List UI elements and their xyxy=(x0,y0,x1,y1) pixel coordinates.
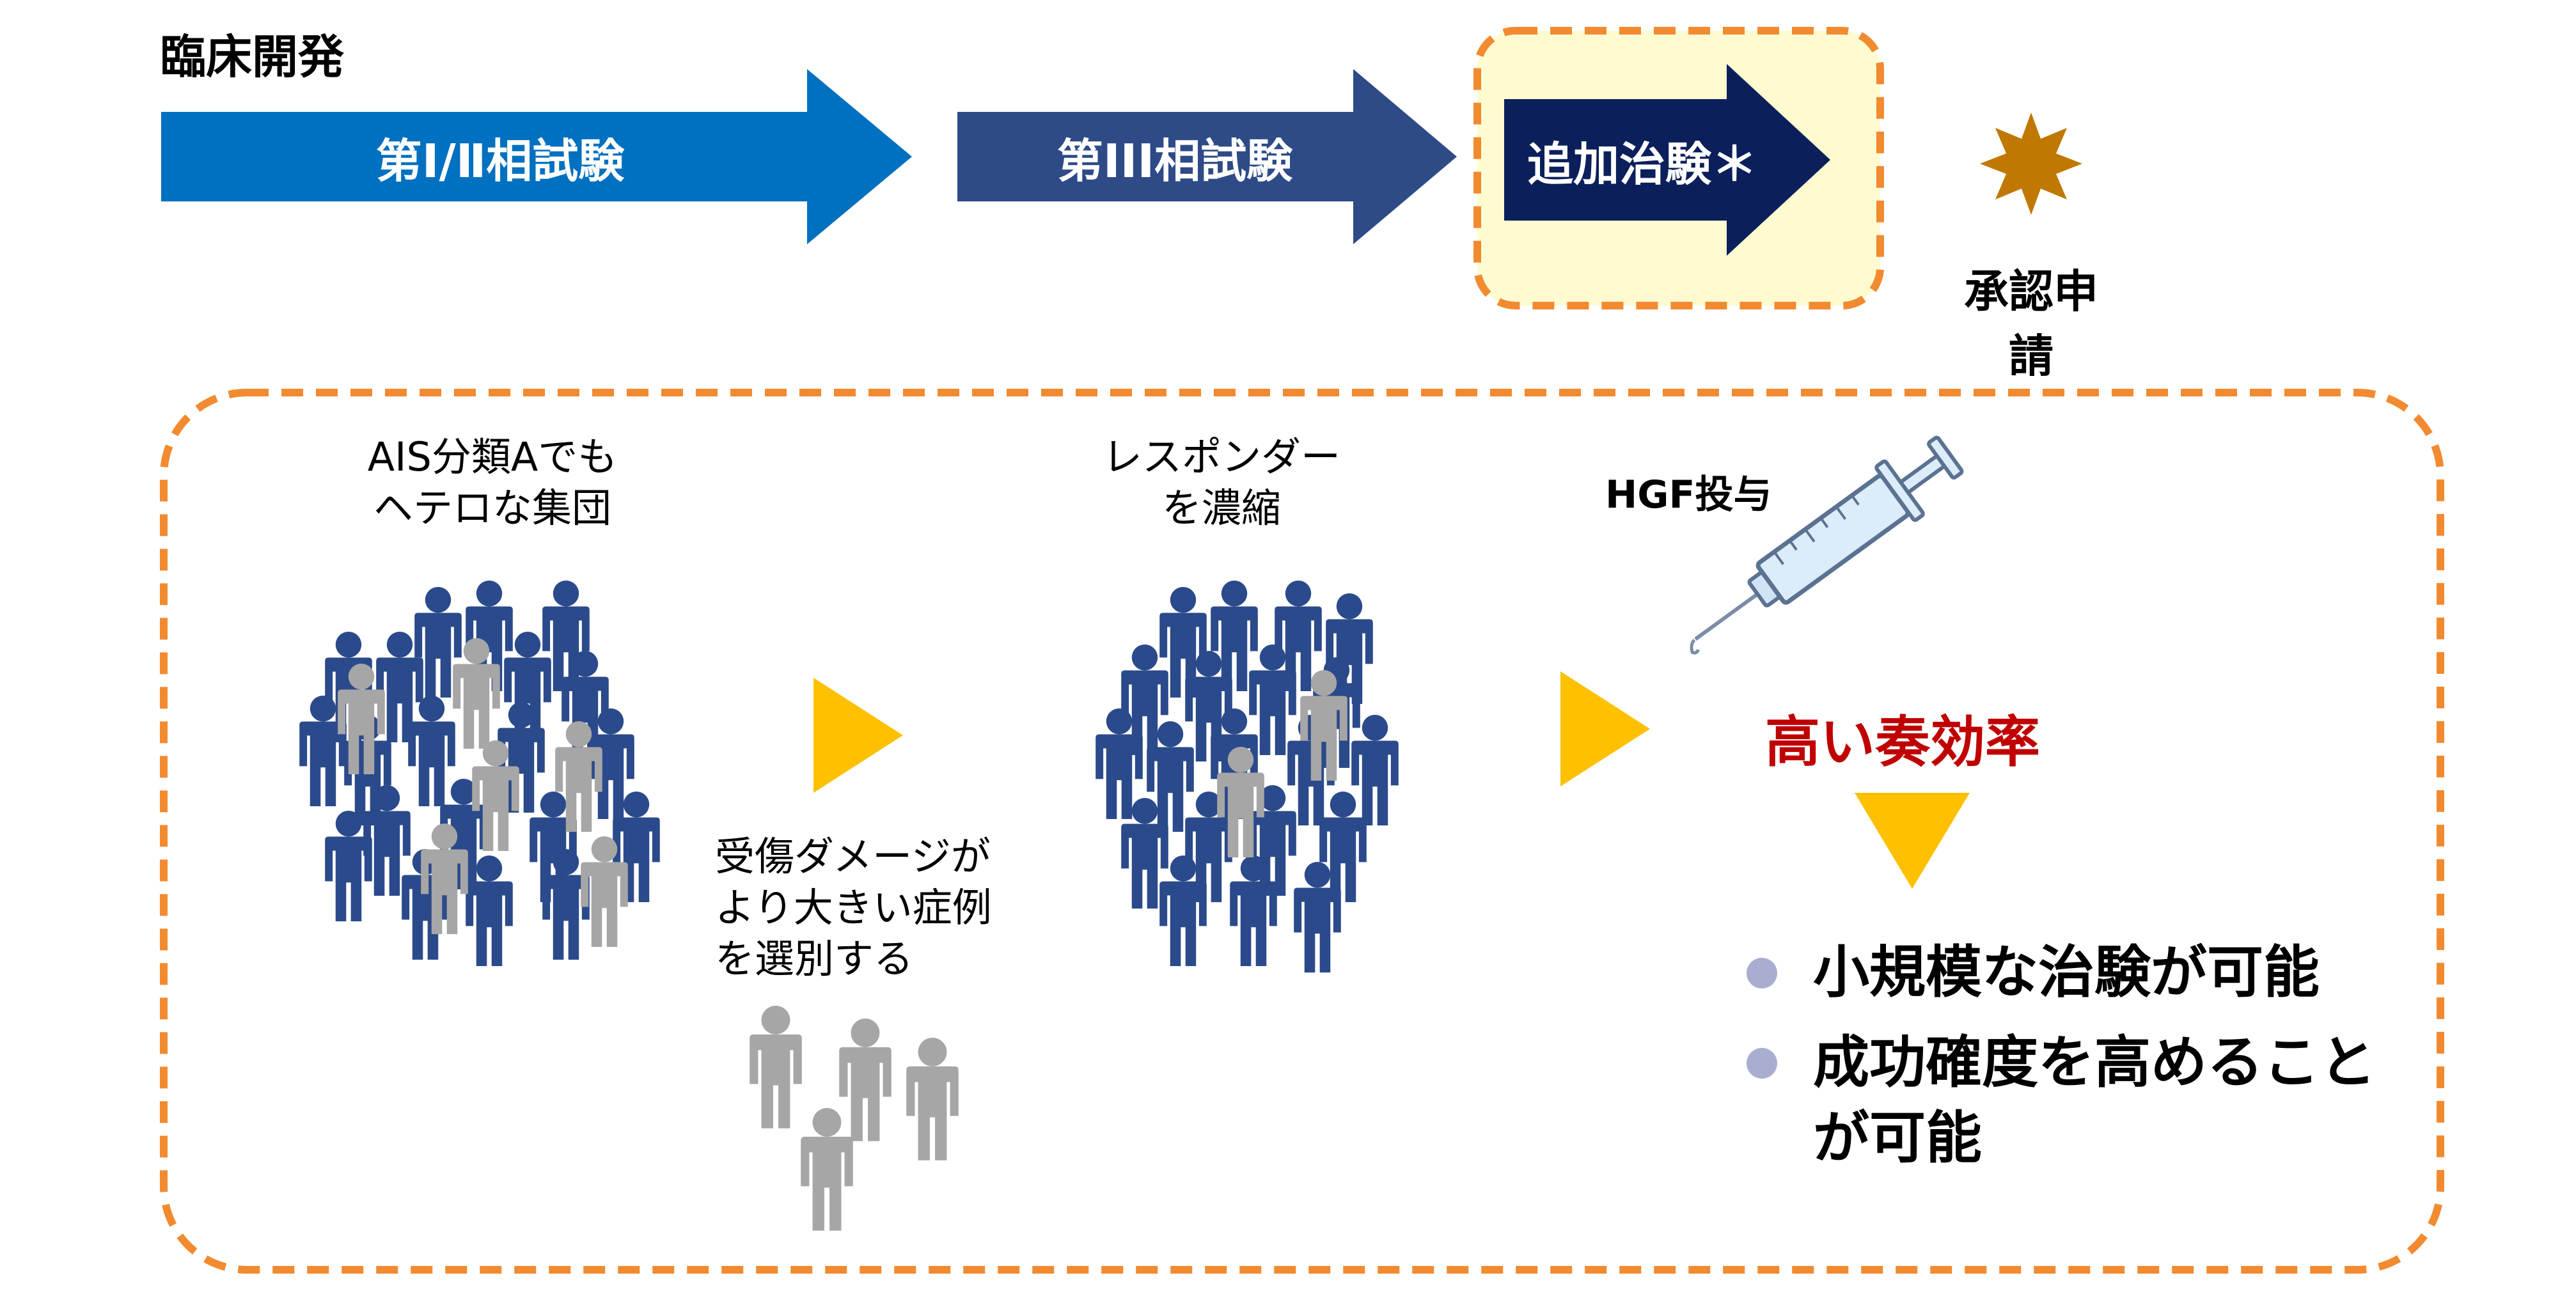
population-label-line-2: ヘテロな集団 xyxy=(373,485,611,531)
population-label-line-1: AIS分類Aでも xyxy=(367,433,618,480)
clinical-development-title: 臨床開発 xyxy=(160,30,345,84)
approval-label: 承認申請 xyxy=(1964,265,2098,382)
responder-label-line-1: レスポンダー xyxy=(1102,433,1340,480)
flow-triangle-1 xyxy=(813,678,903,793)
phase-arrow-1 xyxy=(161,69,912,244)
benefit-1: 小規模な治験が可能 xyxy=(1813,935,2320,1010)
phase-label-1: 第Ⅰ/Ⅱ相試験 xyxy=(375,134,625,188)
benefit-1-line-1: 小規模な治験が可能 xyxy=(1813,939,2320,1005)
phase-label-3: 追加治験＊ xyxy=(1527,137,1758,191)
result-label: 高い奏効率 xyxy=(1765,710,2040,774)
selection-label-line-3: を選別する xyxy=(715,935,914,982)
enriched-responders-icon xyxy=(1096,581,1399,972)
responder-label-line-2: を濃縮 xyxy=(1161,485,1281,531)
approval-seal-icon xyxy=(1980,113,2082,215)
bullet-dot-2 xyxy=(1747,1048,1777,1079)
benefit-2-line-2: が可能 xyxy=(1813,1105,1983,1171)
treatment-label: HGF投与 xyxy=(1605,472,1772,517)
flow-triangle-2 xyxy=(1560,671,1650,786)
selection-label-line-1: 受傷ダメージが xyxy=(715,833,991,880)
benefit-2-line-1: 成功確度を高めること xyxy=(1813,1029,2376,1095)
benefit-2: 成功確度を高めること が可能 xyxy=(1813,1025,2376,1176)
heterogeneous-population-icon xyxy=(299,581,660,966)
responder-label: レスポンダー を濃縮 xyxy=(1010,432,1433,534)
bullet-dot-1 xyxy=(1747,958,1777,988)
phase-label-2: 第III相試験 xyxy=(1056,134,1293,188)
selected-cases-icon xyxy=(750,1006,959,1231)
syringe-icon xyxy=(1690,435,1964,655)
selection-label-line-2: より大きい症例 xyxy=(715,884,992,931)
selection-label: 受傷ダメージが より大きい症例 を選別する xyxy=(715,831,1073,985)
population-label: AIS分類Aでも ヘテロな集団 xyxy=(269,432,716,534)
result-down-triangle xyxy=(1855,793,1970,889)
phase-arrow-2 xyxy=(957,69,1457,244)
process-region xyxy=(160,389,2444,1274)
phase-arrow-3 xyxy=(1504,64,1830,256)
